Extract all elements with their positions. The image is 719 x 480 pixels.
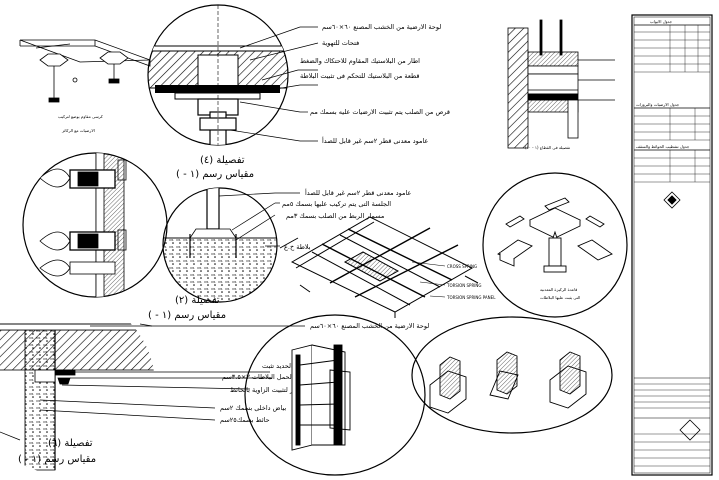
- top-left-pedestal-detail: [19, 39, 151, 103]
- section-caption: تفصيلة فى القطاع (١ - ١٠): [525, 145, 570, 150]
- grid-label-1: CROSS SPRING: [447, 264, 477, 269]
- title-block: [631, 14, 713, 476]
- detail-4-note-5: قرص من الصلب يتم تثبيت الارضيات عليه بسم…: [310, 108, 450, 116]
- detail-4-leaders: [229, 26, 319, 142]
- grid-label-3: TORSION SPRING PANEL: [446, 295, 496, 300]
- ceiling-grid-isometric: [279, 216, 479, 318]
- detail-4-note-1: لوحة الارضية من الخشب المصنع ٦٠×٦٠سم: [322, 23, 441, 31]
- detail-4-note-6: عامود معدنى قطر ٢سم غير قابل للصدأ: [322, 136, 428, 145]
- detail-6-note-6: حائط بسمك٢٥سم: [220, 416, 270, 424]
- detail-6-scale: مقياس رسم (١ - ): [18, 454, 96, 465]
- detail-2-note-4: بلاطة خ.ع: [284, 243, 311, 251]
- column-corner-detail: [244, 314, 426, 476]
- detail-6-note-1: لوحة الارضية من الخشب المصنع ٦٠×٦٠سم: [310, 322, 429, 330]
- detail-6-note-3: بالبلاط لحمل البلاطات ٣×٣.٥سم: [222, 373, 312, 381]
- detail-2-circle: [162, 187, 278, 303]
- pedestal-detail-circle: قاعدة الركيزة المعدنية التى يثبت عليها ا…: [482, 172, 628, 318]
- grid-leaders: [411, 261, 446, 298]
- top-left-label-2: الارضيات مع الركائز: [61, 128, 95, 133]
- top-left-label-1: كرسى مقاوم يوضع لتركيب: [58, 114, 103, 119]
- detail-6-notes: لوحة الارضية من الخشب المصنع ٦٠×٦٠سم زوا…: [220, 322, 429, 424]
- detail-2-leaders: [218, 192, 300, 247]
- detail-4-scale: مقياس رسم (١ - ): [176, 169, 254, 180]
- pedestal-label-1: قاعدة الركيزة المعدنية: [540, 287, 577, 292]
- left-window-detail-circle: [22, 152, 168, 298]
- detail-2-note-2: الجلسة التى يتم تركيب عليها بسمك ٥مم: [282, 200, 391, 208]
- wall-schedule-title: جدول تشطيب الحوائط والسقف: [636, 144, 690, 149]
- detail-2-title: تفصيلة (٢): [175, 295, 220, 306]
- detail-4-notes: لوحة الارضية من الخشب المصنع ٦٠×٦٠سم فتح…: [300, 23, 450, 145]
- detail-2-note-1: عامود معدنى قطر ٢سم غير قابل للصدأ: [305, 188, 411, 197]
- mullion-profiles-detail: [411, 316, 613, 434]
- detail-6-note-2: زوايه من الحديد تثبت: [262, 362, 319, 370]
- section-detail: [507, 19, 615, 149]
- floor-schedule-title: جدول الارضيات والبروزات: [636, 102, 680, 107]
- detail-6-note-5: بياض داخلى بسمك ٢سم: [220, 404, 286, 412]
- detail-4-circle: [147, 4, 289, 146]
- detail-2-note-3: مسمار الربط من الصلب بسمك ٣مم: [286, 212, 384, 220]
- detail-2-scale: مقياس رسم (١ - ): [148, 310, 226, 321]
- detail-4-title: تفصيلة (٤): [200, 155, 245, 166]
- detail-4-note-4: قطعة من البلاستيك للتحكم فى تثبيت البلاط…: [300, 72, 419, 80]
- door-schedule-header: جدول الابواب: [650, 19, 673, 24]
- detail-2-notes: عامود معدنى قطر ٢سم غير قابل للصدأ الجلس…: [282, 188, 411, 251]
- grid-label-2: TORSION SPRING: [446, 283, 482, 288]
- detail-6-leaders: [39, 325, 305, 421]
- detail-4-note-2: فتحات للتهوية: [322, 39, 359, 47]
- title-block-text: جدول الابواب جدول الارضيات والبروزات جدو…: [636, 19, 690, 149]
- pedestal-label-2: التى يثبت عليها البلاطات: [540, 295, 580, 300]
- detail-6-note-4: مسمار لتثبيت الزاوية بالحائط: [230, 386, 308, 394]
- detail-4-note-3: اطار من البلاستيك المقاوم للاحتكاك والضغ…: [300, 57, 420, 65]
- grid-labels: CROSS SPRING TORSION SPRING TORSION SPRI…: [446, 264, 496, 300]
- detail-6-title: تفصيلة (٦): [48, 438, 93, 449]
